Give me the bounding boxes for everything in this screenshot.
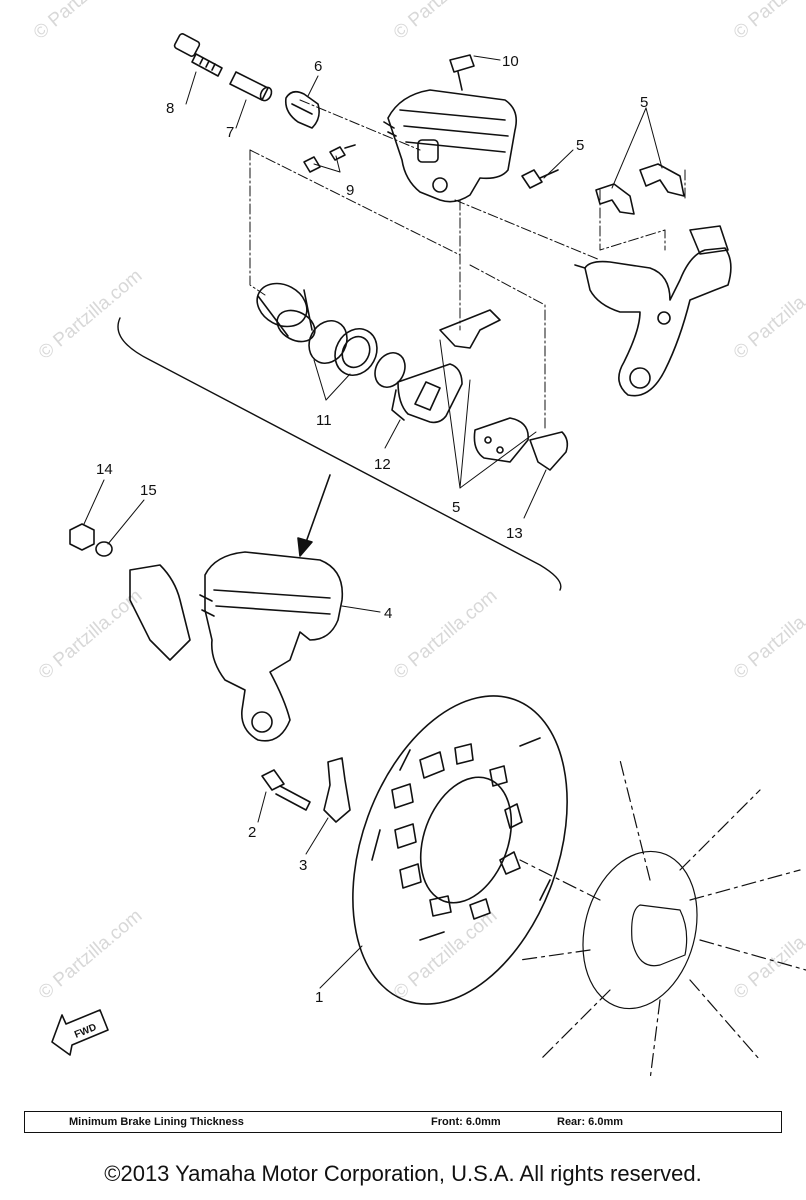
callout-12: 12 [374,456,391,473]
watermark: © Partzilla.com [390,585,502,683]
watermark: © Partzilla.com [730,585,806,683]
lock-plate-3 [323,757,351,823]
spec-rear: Rear: 6.0mm [557,1116,624,1128]
callout-3: 3 [299,857,307,874]
pad-spring-clip [439,309,501,349]
watermark: © Partzilla.com [35,905,147,1003]
callout-2: 2 [248,824,256,841]
callout-14: 14 [96,461,113,478]
callout-labels: 1 2 3 4 5 5 5 6 7 8 9 10 11 12 13 14 15 [96,53,648,1006]
assembly-boundary-line [117,317,562,591]
spec-label: Minimum Brake Lining Thickness [69,1116,244,1128]
callout-8: 8 [166,100,174,117]
callout-1: 1 [315,989,323,1006]
seal-ring [341,335,371,369]
nut-14 [69,523,95,551]
brake-pad-12 [391,363,463,424]
exploded-parts-diagram: © Partzilla.com © Partzilla.com © Partzi… [30,0,806,1081]
copyright-notice: ©2013 Yamaha Motor Corporation, U.S.A. A… [104,1161,702,1186]
seal-ring [374,352,406,388]
seal-ring [308,320,348,364]
bolt-8 [173,33,223,77]
piston-11 [256,282,316,343]
pad-shim-13 [473,417,569,471]
callout-5: 5 [576,137,584,154]
watermark: © Partzilla.com [390,0,502,44]
watermark: © Partzilla.com [35,265,147,363]
sleeve-7 [229,71,273,102]
brake-disc-1 [352,695,568,1005]
callout-9: 9 [346,182,354,199]
watermark: © Partzilla.com [30,0,142,44]
callout-6: 6 [314,58,322,75]
assembly-guide-lines [249,99,686,431]
callout-4: 4 [384,605,392,622]
watermark: © Partzilla.com [730,265,806,363]
callout-10: 10 [502,53,519,70]
leader-lines [83,55,663,989]
wheel-hub [519,759,806,1081]
forward-direction-arrow [51,1009,109,1056]
seal-ring [334,328,378,376]
watermark: © Partzilla.com [730,905,806,1003]
callout-13: 13 [506,525,523,542]
spec-front: Front: 6.0mm [431,1116,501,1128]
caliper-bracket-upper [574,225,732,397]
bleeder-9 [303,144,356,173]
boot-6 [284,90,320,129]
callout-11: 11 [316,412,332,429]
washer-15 [95,541,113,557]
callout-5: 5 [452,499,460,516]
caliper-body-exploded [383,54,518,203]
callout-5: 5 [640,94,648,111]
caliper-assembled [129,551,344,742]
spec-table: Minimum Brake Lining Thickness Front: 6.… [24,1111,782,1133]
callout-7: 7 [226,124,234,141]
callout-15: 15 [140,482,157,499]
watermark: © Partzilla.com [390,905,502,1003]
bolt-2 [261,769,311,811]
bolt-5 [521,169,559,189]
pad-spring [595,163,685,215]
watermark: © Partzilla.com [730,0,806,44]
assembly-arrow [297,474,331,557]
